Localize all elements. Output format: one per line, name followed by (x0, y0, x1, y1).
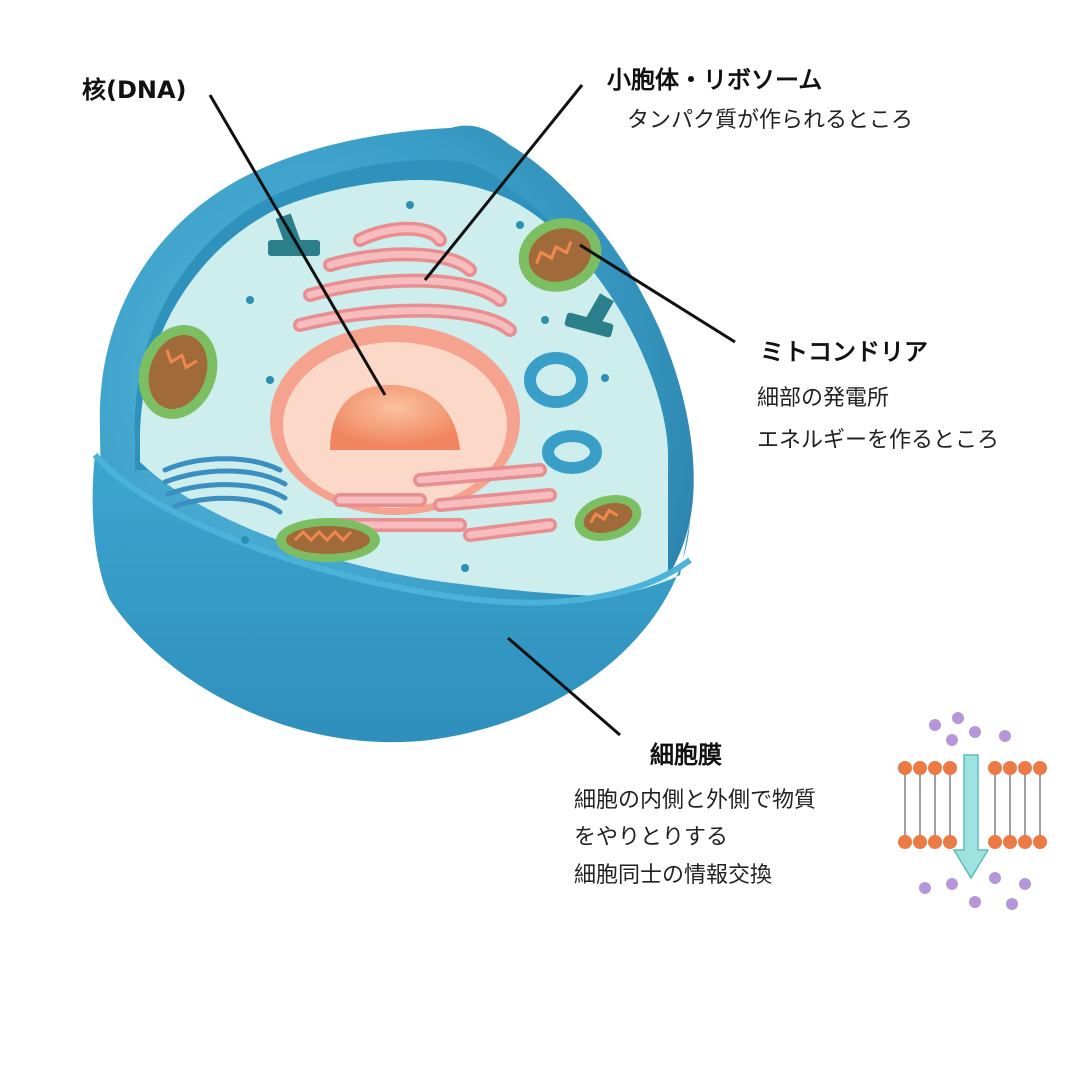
mitochondrion-top-right (518, 218, 602, 292)
lipid-tails (904, 768, 1041, 842)
mitochondria-desc-line-2: エネルギーを作るところ (757, 428, 1000, 453)
lipid-heads-bottom (898, 835, 1047, 849)
lipid-heads-top (898, 761, 1047, 775)
cell-bowl (92, 455, 690, 743)
membrane-title: 細胞膜 (650, 741, 722, 769)
transport-arrow-icon (952, 754, 990, 880)
golgi-desc-line-1: タンパク質が作られるところ (627, 108, 914, 133)
nucleolus (330, 385, 460, 450)
golgi-title: 小胞体・リボソーム (607, 66, 823, 94)
mitochondrion-left (138, 325, 218, 419)
molecules-top (929, 712, 1011, 746)
membrane-desc-line-3: 細胞同士の情報交換 (574, 863, 773, 888)
mitochondria-desc-line-1: 細部の発電所 (757, 386, 890, 411)
vesicles (524, 352, 602, 474)
mitochondrion-bottom-right (574, 494, 642, 542)
cell-bowl-lip (92, 453, 692, 606)
membrane-desc-line-1: 細胞の内側と外側で物質 (574, 788, 817, 813)
mitochondria-title: ミトコンドリア (760, 338, 928, 366)
mitochondrion-bottom (276, 518, 380, 562)
nucleus-title: 核(DNA) (82, 76, 187, 104)
ribosomes (241, 201, 609, 572)
leader-lines (208, 84, 736, 737)
golgi-apparatus (162, 456, 288, 515)
molecules-bottom (919, 872, 1031, 910)
lipid-bilayer-icon (898, 712, 1047, 910)
membrane-desc-line-2: をやりとりする (574, 825, 729, 850)
